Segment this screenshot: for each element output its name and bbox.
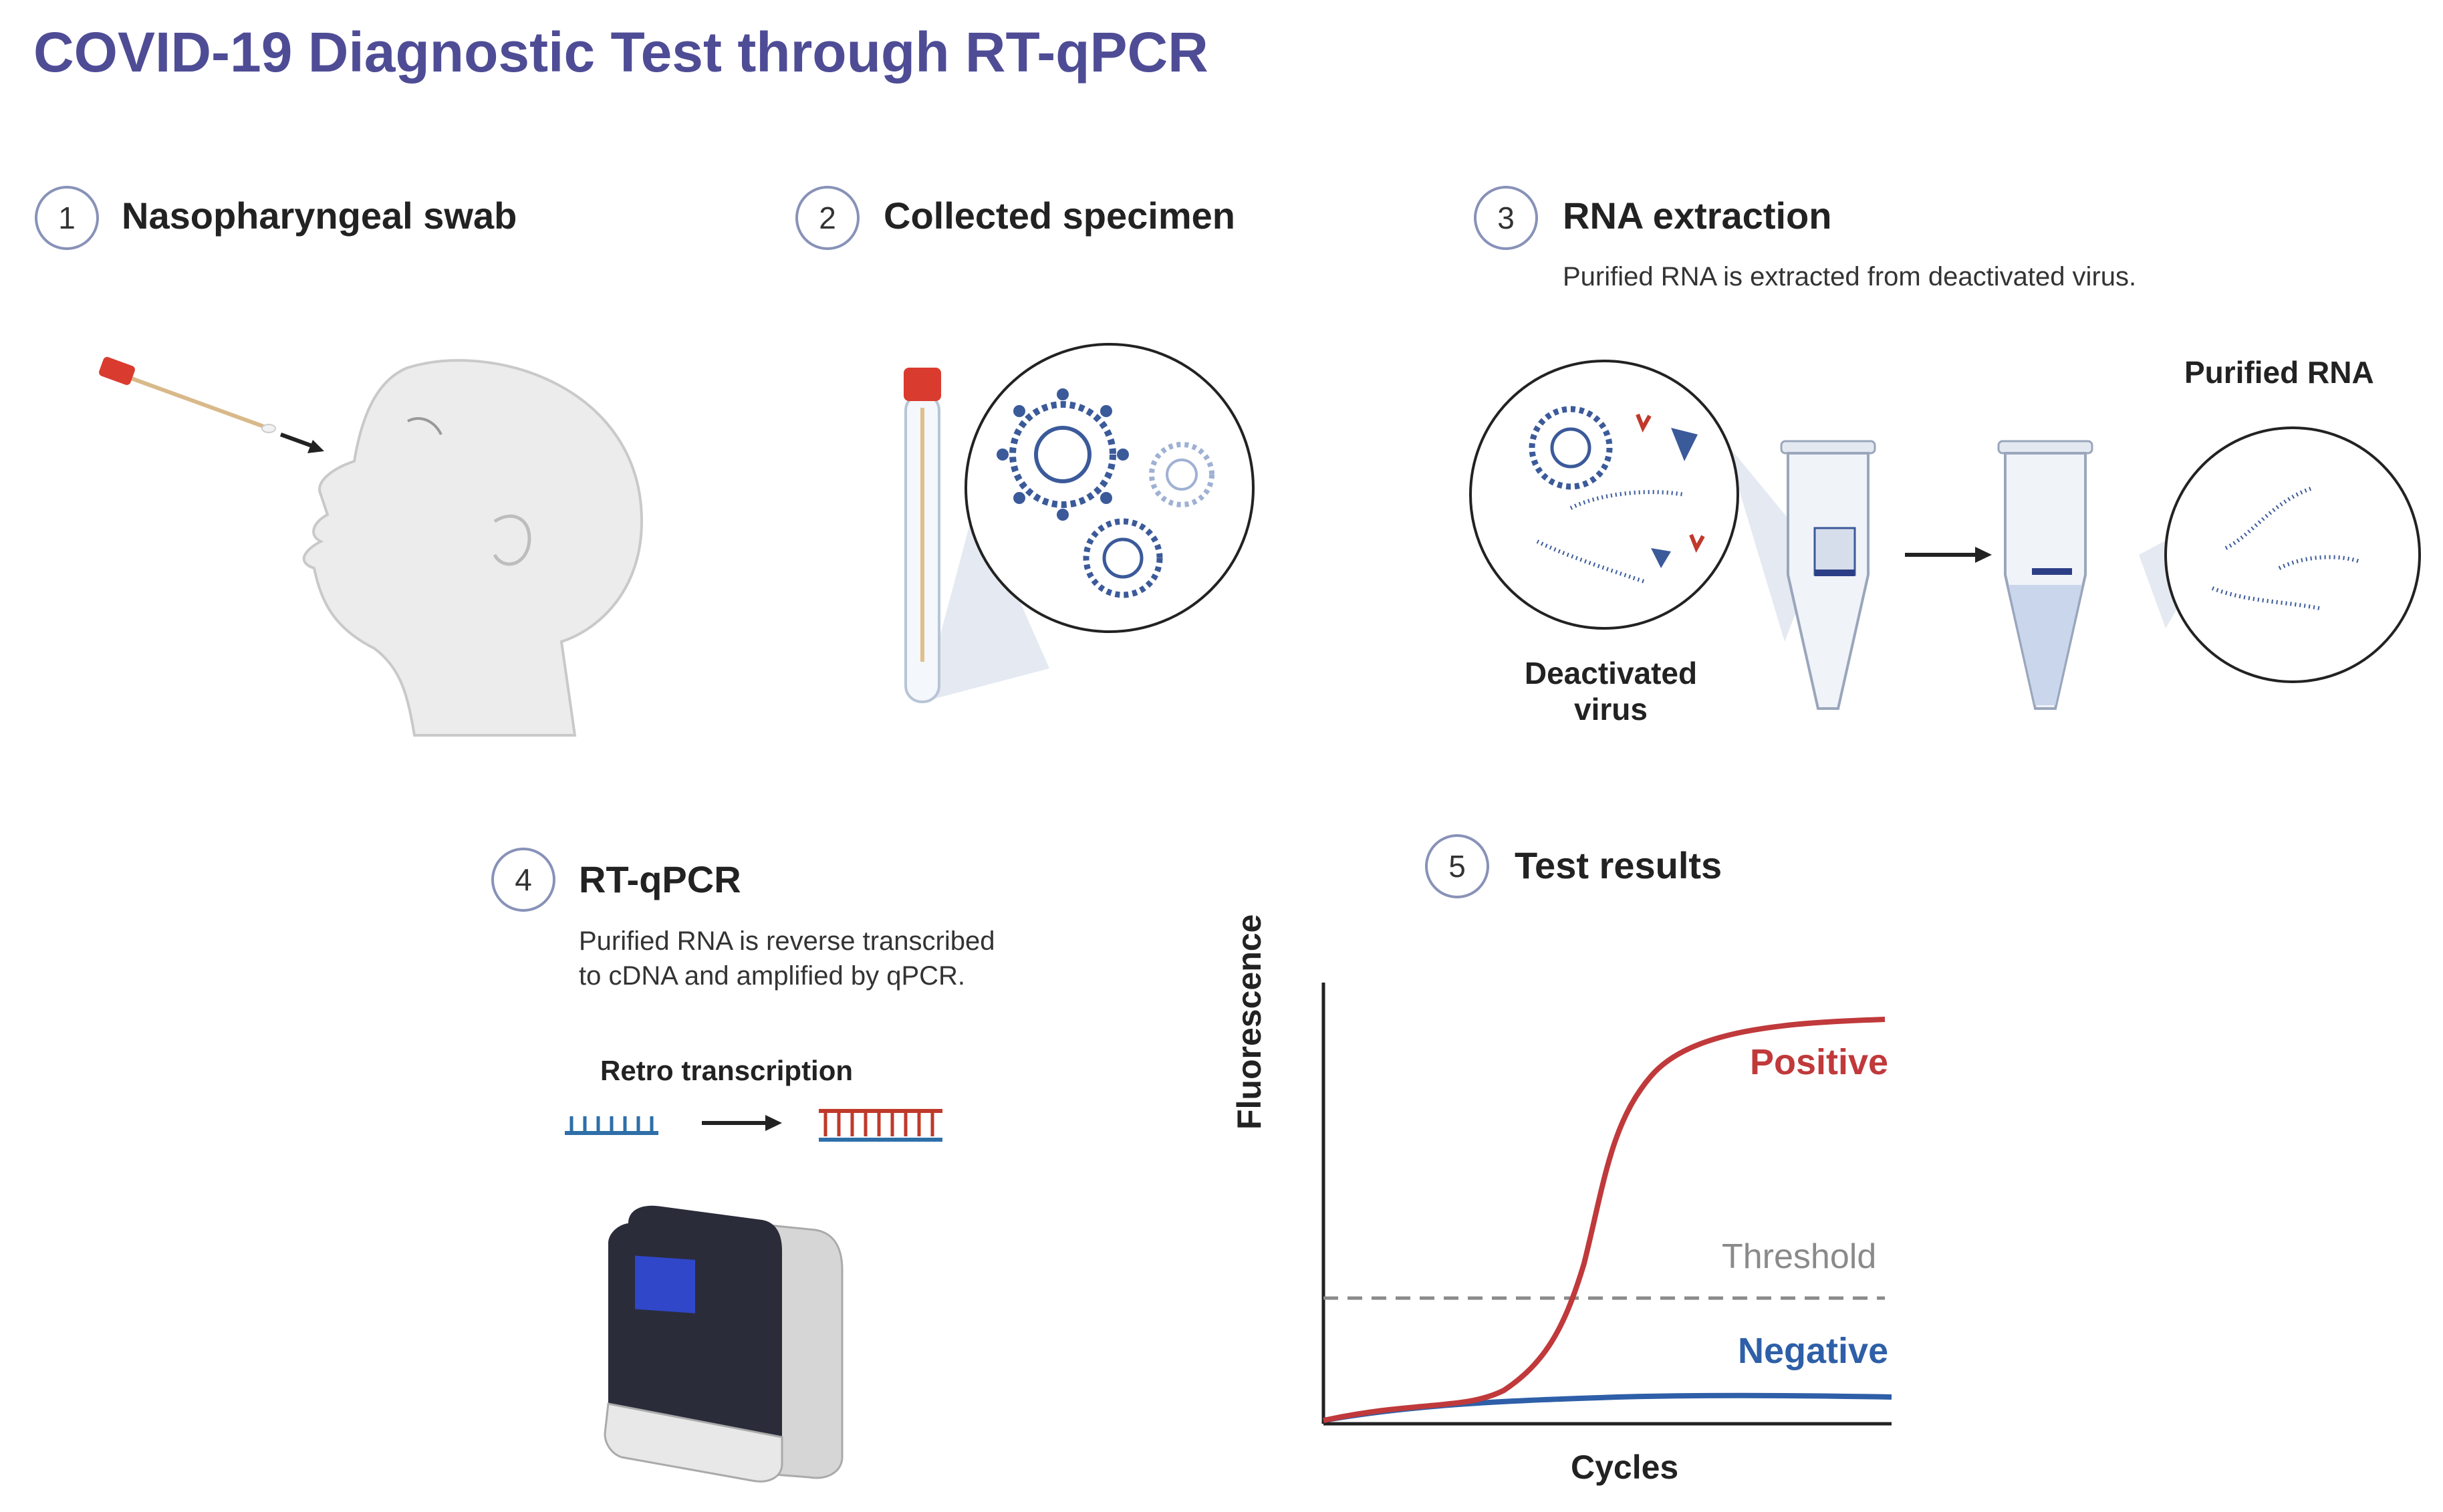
step-3-description: Purified RNA is extracted from deactivat…: [1563, 262, 2137, 291]
virus-icon: [1149, 442, 1214, 507]
page-title: COVID-19 Diagnostic Test through RT-qPCR: [33, 21, 1208, 84]
step-2-title: Collected specimen: [884, 195, 1235, 237]
step-4-title: RT-qPCR: [579, 858, 741, 900]
specimen-tube-illustration: [904, 343, 1255, 703]
rna-extraction-illustration: [1469, 360, 2421, 710]
retro-transcription-label: Retro transcription: [600, 1055, 854, 1086]
virus-icon: [997, 388, 1129, 521]
step-4-description-line2: to cDNA and amplified by qPCR.: [579, 961, 966, 991]
amplification-chart: [1321, 983, 1892, 1426]
retro-transcription-illustration: [565, 1109, 942, 1142]
step-5-number: 5: [1425, 834, 1489, 898]
positive-series-label: Positive: [1750, 1042, 1889, 1082]
chart-y-axis-label: Fluorescence: [1231, 914, 1268, 1130]
positive-curve: [1323, 1017, 1886, 1423]
step-4-number: 4: [491, 848, 555, 912]
qpcr-machine-icon: [604, 1205, 844, 1483]
swab-illustration: [99, 357, 644, 737]
deactivated-label-line2: virus: [1574, 692, 1648, 727]
threshold-label: Threshold: [1722, 1237, 1877, 1276]
step-4-description-line1: Purified RNA is reverse transcribed: [579, 926, 995, 956]
deactivated-virus-label: Deactivated virus: [1497, 655, 1724, 727]
virus-icon: [1083, 518, 1163, 598]
negative-series-label: Negative: [1738, 1331, 1889, 1371]
step-4-description: Purified RNA is reverse transcribed to c…: [579, 924, 995, 993]
step-3-number: 3: [1474, 186, 1538, 250]
step-5-title: Test results: [1515, 844, 1722, 886]
deactivated-label-line1: Deactivated: [1524, 656, 1698, 690]
step-3-title: RNA extraction: [1563, 195, 1832, 237]
step-1-number: 1: [35, 186, 99, 250]
purified-rna-label: Purified RNA: [2184, 355, 2374, 390]
chart-x-axis-label: Cycles: [1571, 1448, 1679, 1486]
step-1-title: Nasopharyngeal swab: [122, 195, 517, 237]
step-2-number: 2: [795, 186, 860, 250]
